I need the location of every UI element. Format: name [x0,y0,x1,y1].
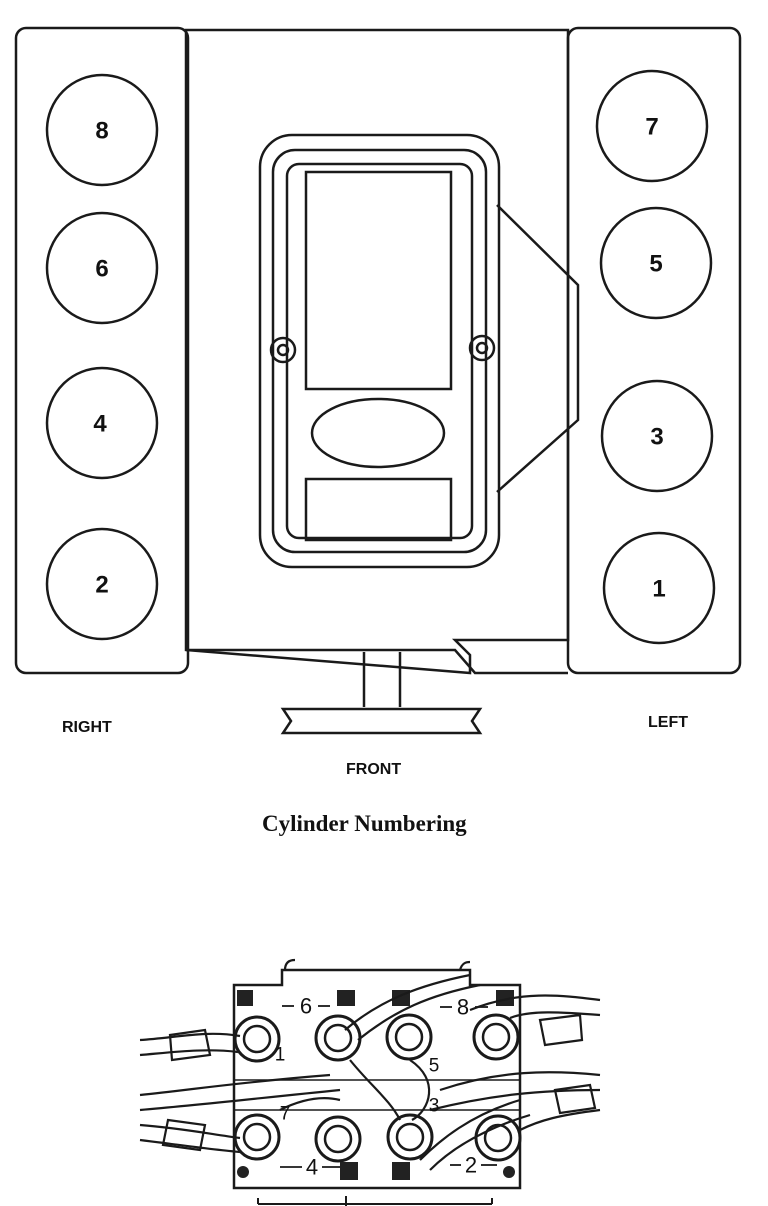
left-label: LEFT [648,714,688,731]
cylinder-number: 6 [95,256,108,283]
cylinder-circle [45,73,159,187]
cylinder-circle [45,211,159,325]
engine-block [184,28,570,675]
front-pulley [280,652,483,735]
cylinder-circle [600,379,714,493]
coil-label: 8 [457,995,469,1020]
cylinder-circle [45,366,159,480]
mounting-tabs [237,990,515,1180]
front-label: FRONT [346,761,401,778]
right-label: RIGHT [62,719,112,736]
coil-label: 1 [275,1045,286,1066]
cylinder-number: 7 [645,114,658,141]
cylinder-circle [599,206,713,320]
coil-label: 2 [465,1153,477,1178]
coil-labels: 6 8 1 5 7 3 4 2 [275,994,477,1180]
coil-label: 4 [306,1155,318,1180]
coil-label: 5 [429,1056,440,1077]
cylinder-circle [45,527,159,641]
left-bank-cylinders: 7 5 3 1 [595,69,716,645]
cylinder-number: 2 [95,572,108,599]
intake-assembly [258,133,580,569]
right-cylinder-bank [14,26,190,675]
coil-label: 3 [429,1096,440,1117]
coil-label: 7 [280,1104,291,1125]
coil-ports-top [233,1013,520,1063]
cylinder-number: 8 [95,118,108,145]
spark-plug-wires [139,958,601,1171]
cylinder-circle [595,69,709,183]
cylinder-number: 1 [652,576,665,603]
coil-label: 6 [300,994,312,1019]
cylinder-number: 4 [93,411,107,438]
cylinder-number: 5 [649,251,662,278]
cylinder-circle [602,531,716,645]
left-cylinder-bank [566,26,742,675]
label-leader-lines [280,1005,497,1168]
coil-ports-bottom [233,1113,522,1163]
diagram-caption: Cylinder Numbering [262,811,467,836]
cylinder-number: 3 [650,424,663,451]
right-bank-cylinders: 8 6 4 2 [45,73,159,641]
